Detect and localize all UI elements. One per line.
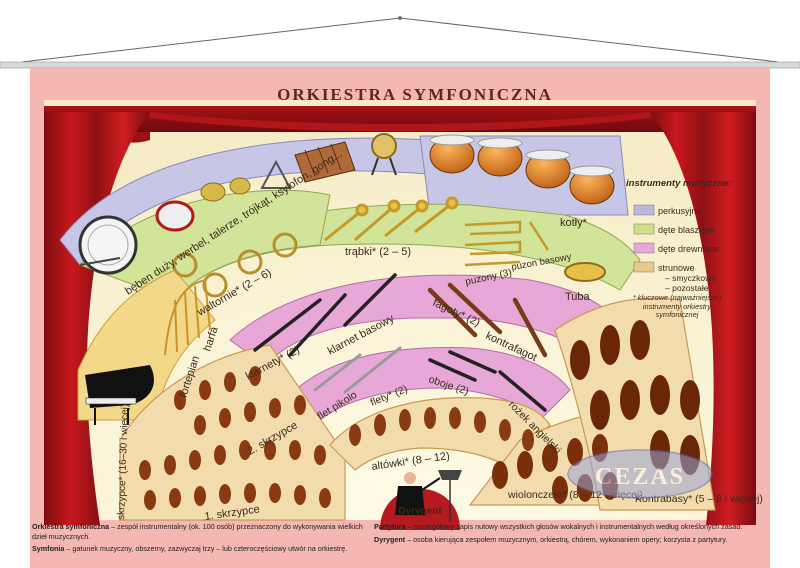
legend-swatch-woodwind xyxy=(633,242,655,254)
legend-swatch-strings xyxy=(633,261,655,273)
footer-right: Partytura – szczegółowy zapis nutowy wsz… xyxy=(374,522,770,547)
triangle-icon xyxy=(260,159,292,189)
def-symphony-text: – gatunek muzyczny, obszerny, zazwyczaj … xyxy=(64,544,348,553)
label-violins: skrzypce* (16–30 i więcej) xyxy=(116,404,131,520)
valance-drape xyxy=(150,112,650,132)
label-timpani-text: kotły* xyxy=(560,217,588,229)
curtain-right xyxy=(650,112,756,525)
trumpet-icon xyxy=(324,196,459,242)
snare-drum-icon xyxy=(155,200,195,232)
conductor-icon xyxy=(395,470,462,522)
tuba-icon xyxy=(564,262,606,282)
timpani-icon xyxy=(429,134,615,205)
legend-label-strings: strunowe xyxy=(658,263,695,273)
legend-sub-bowed: – smyczkowe xyxy=(665,273,716,283)
footer-left: Orkiestra symfoniczna – zespół instrumen… xyxy=(32,522,372,557)
legend-note-wrap: * kluczowe (najważniejsze) instrumenty o… xyxy=(632,294,722,320)
legend-note: * kluczowe (najważniejsze) instrumenty o… xyxy=(632,294,722,320)
curtain-left xyxy=(44,112,150,525)
def-symphony: Symfonia – gatunek muzyczny, obszerny, z… xyxy=(32,544,372,554)
legend-label-percussion: perkusyjne xyxy=(658,206,702,216)
def-score: Partytura – szczegółowy zapis nutowy wsz… xyxy=(374,522,770,532)
section-violins xyxy=(119,344,346,521)
def-conductor-text: – osoba kierująca zespołem muzycznym, or… xyxy=(405,534,728,544)
def-symphony-term: Symfonia xyxy=(32,544,65,553)
watermark-text: CEZAS xyxy=(595,464,685,490)
legend-swatch-percussion xyxy=(633,204,655,216)
trombone-icon xyxy=(464,220,550,267)
hanger-line-left xyxy=(21,17,401,63)
clarinet-icon xyxy=(253,273,397,357)
cymbals-icon xyxy=(200,177,251,202)
top-rail xyxy=(0,61,800,69)
def-orchestra-text: – zespół instrumentalny (ok. 100 osób) p… xyxy=(32,522,363,541)
def-score-text: – szczegółowy zapis nutowy wszystkich gł… xyxy=(405,522,743,531)
def-orchestra: Orkiestra symfoniczna – zespół instrumen… xyxy=(32,522,372,541)
hanger-line-right xyxy=(399,17,779,63)
flute-icon xyxy=(313,346,402,394)
legend-sub-other: – pozostałe xyxy=(665,283,709,293)
legend-swatch-brass xyxy=(633,223,655,235)
legend-label-brass: dęte blaszane xyxy=(658,225,714,235)
xylophone-icon xyxy=(294,141,356,183)
label-trumpets: trąbki* (2 – 5) xyxy=(345,246,411,258)
label-tuba: Tuba xyxy=(565,291,591,303)
gong-icon xyxy=(371,133,397,176)
oboe-icon xyxy=(428,350,547,412)
section-violas xyxy=(329,397,551,471)
label-conductor: Dyrygent xyxy=(398,506,442,517)
bass-drum-icon xyxy=(78,215,138,275)
piano-icon xyxy=(85,365,154,425)
hanger-hook xyxy=(398,16,402,20)
section-woodwinds-lower xyxy=(289,347,571,421)
french-horn-icon xyxy=(172,232,298,298)
legend: instrumenty muzyczne: perkusyjne dęte bl… xyxy=(626,178,732,320)
poster-title: ORKIESTRA SYMFONICZNA xyxy=(277,85,553,104)
watermark: CEZAS xyxy=(567,449,713,499)
violins-icon xyxy=(139,366,331,510)
def-conductor: Dyrygent – osoba kierująca zespołem muzy… xyxy=(374,535,770,545)
legend-label-woodwind: dęte drewniane xyxy=(658,244,720,254)
bassoon-icon xyxy=(427,282,548,358)
def-conductor-term: Dyrygent xyxy=(374,534,406,544)
def-score-term: Partytura xyxy=(374,522,406,531)
def-orchestra-term: Orkiestra symfoniczna xyxy=(32,522,110,531)
section-horns xyxy=(79,189,331,301)
double-bass-icon xyxy=(570,320,700,475)
harp-icon xyxy=(164,278,211,356)
footer-definitions: Orkiestra symfoniczna – zespół instrumen… xyxy=(32,522,770,566)
legend-title: instrumenty muzyczne: xyxy=(626,178,732,189)
violas-icon xyxy=(349,407,534,451)
